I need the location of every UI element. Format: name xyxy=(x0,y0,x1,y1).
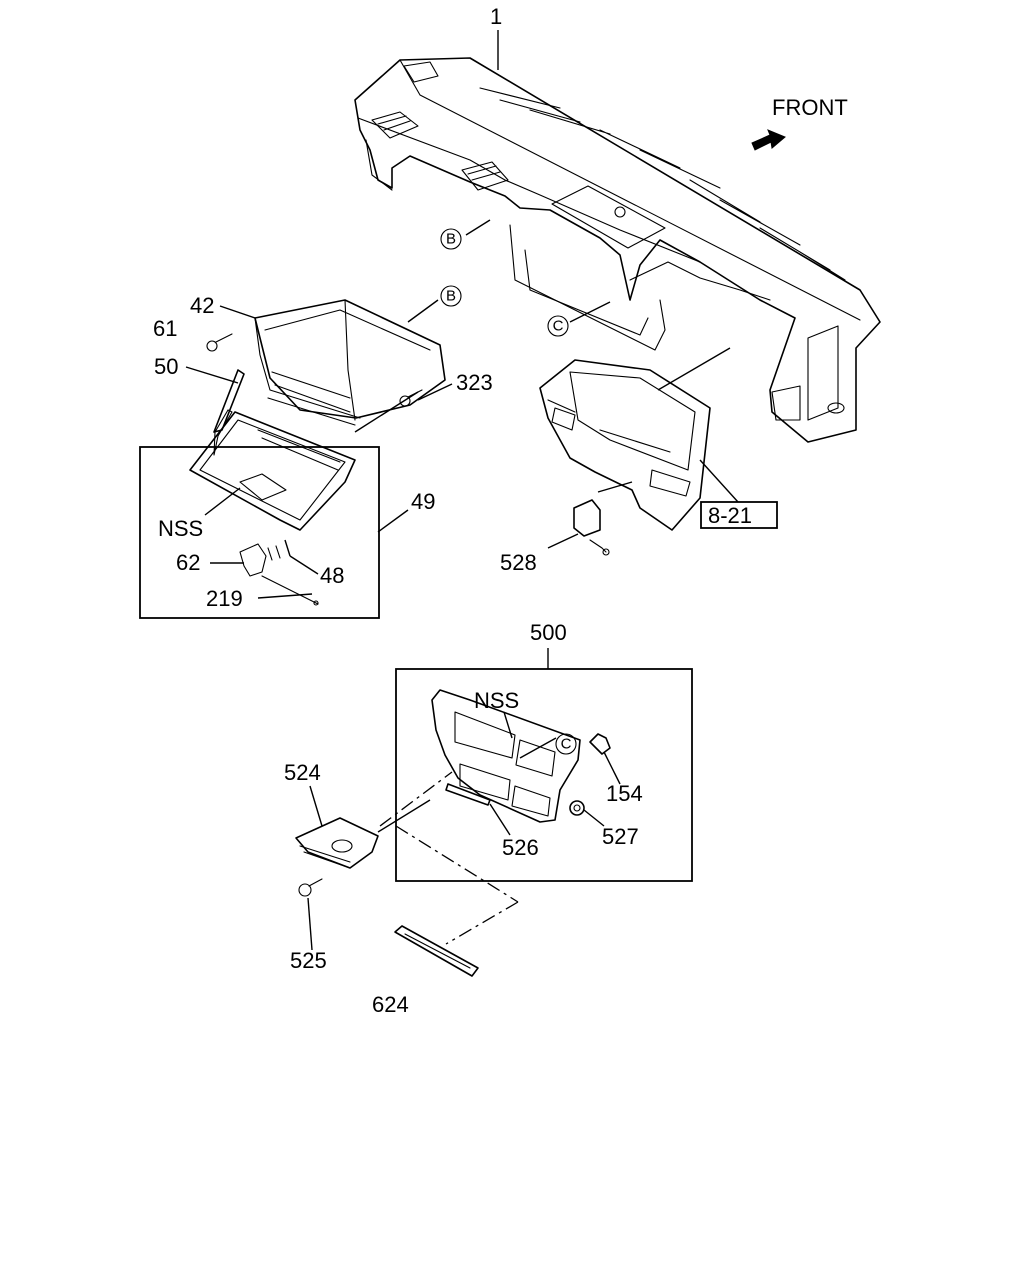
callout-525: 525 xyxy=(290,948,327,973)
callout-323: 323 xyxy=(456,370,493,395)
circle-ref-b-upper: B xyxy=(440,228,462,250)
callout-500: 500 xyxy=(530,620,567,645)
callout-61: 61 xyxy=(153,316,177,341)
callout-219: 219 xyxy=(206,586,243,611)
callout-624: 624 xyxy=(372,992,409,1017)
callout-1: 1 xyxy=(490,4,502,29)
ref-box-8-21 xyxy=(700,501,778,529)
cluster-bezel xyxy=(539,359,711,531)
circle-ref-c-upper-label: C xyxy=(553,318,564,335)
glove-box-lid xyxy=(189,409,356,531)
glove-box xyxy=(254,299,446,426)
callout-nss-glovebox: NSS xyxy=(158,516,203,541)
circle-ref-b-lower: B xyxy=(440,285,462,307)
callout-49: 49 xyxy=(411,489,435,514)
bracket-524 xyxy=(295,817,379,869)
callout-42: 42 xyxy=(190,293,214,318)
callout-528: 528 xyxy=(500,550,537,575)
screw-61 xyxy=(206,333,233,352)
leader-lines xyxy=(185,30,739,951)
front-direction-arrow: FRONT xyxy=(751,95,848,151)
callout-154: 154 xyxy=(606,781,643,806)
console-panel xyxy=(431,689,581,823)
lock-parts xyxy=(239,543,319,606)
trim-strip-624 xyxy=(394,925,479,977)
circle-ref-c-lower: C xyxy=(555,733,577,755)
circle-ref-c-lower-label: C xyxy=(561,736,572,753)
circle-ref-c-upper: C xyxy=(547,315,569,337)
nut-527 xyxy=(569,800,585,816)
kit-box-500 xyxy=(395,668,693,882)
phantom-lines xyxy=(379,771,519,945)
instrument-panel xyxy=(354,57,881,443)
clip-154 xyxy=(589,733,611,755)
kit-box-49 xyxy=(139,446,380,619)
callout-labels: 1 42 61 50 323 49 NSS 62 48 219 528 8-21… xyxy=(153,4,752,1017)
circle-ref-b-upper-label: B xyxy=(446,231,456,248)
side-strip xyxy=(213,369,245,433)
screw-525 xyxy=(298,878,323,897)
callout-62: 62 xyxy=(176,550,200,575)
callout-524: 524 xyxy=(284,760,321,785)
callout-8-21: 8-21 xyxy=(708,503,752,528)
callout-527: 527 xyxy=(602,824,639,849)
callout-nss-console: NSS xyxy=(474,688,519,713)
front-label: FRONT xyxy=(772,95,848,120)
callout-48: 48 xyxy=(320,563,344,588)
callout-526: 526 xyxy=(502,835,539,860)
circle-ref-b-lower-label: B xyxy=(446,288,456,305)
connector-528 xyxy=(573,499,610,556)
callout-50: 50 xyxy=(154,354,178,379)
strip-526 xyxy=(445,783,491,806)
